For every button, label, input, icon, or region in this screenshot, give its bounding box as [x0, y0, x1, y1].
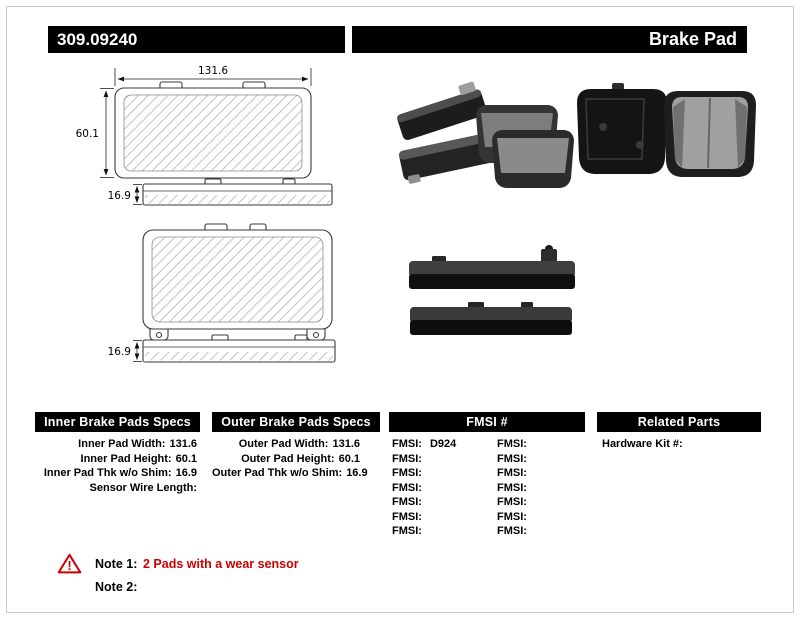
pad-photo-edge-with-sensor [409, 245, 575, 289]
fmsi-row: FMSI: [392, 452, 487, 467]
technical-drawings-and-photos: 131.6 60.1 16.9 [76, 65, 756, 363]
spec-label: Inner Pad Height: [80, 452, 172, 465]
spec-label: Hardware Kit #: [602, 438, 683, 450]
note-1-line: ! Note 1: 2 Pads with a wear sensor [57, 553, 299, 574]
inner-pad-thickness-row: Inner Pad Thk w/o Shim:16.9 [35, 466, 197, 481]
fmsi-right-subcolumn: FMSI: FMSI: FMSI: FMSI: FMSI: FMSI: FMSI… [487, 437, 585, 539]
fmsi-row: FMSI: [497, 437, 585, 452]
fmsi-label: FMSI: [497, 525, 527, 537]
spec-label: Outer Pad Height: [241, 452, 335, 465]
spec-label: Inner Pad Thk w/o Shim: [43, 467, 172, 479]
note-2-label: Note 2: [95, 579, 138, 594]
fmsi-row: FMSI: [392, 524, 487, 539]
warning-glyph: ! [67, 558, 71, 573]
thickness-dimension-label-bottom: 16.9 [108, 346, 131, 358]
related-parts-column: Related Parts Hardware Kit #: [597, 412, 761, 452]
fmsi-label: FMSI: [392, 510, 422, 523]
page-header: 309.09240 Brake Pad [48, 26, 747, 53]
fmsi-label: FMSI: [392, 525, 422, 537]
front-view-drawing-bottom [142, 223, 333, 341]
fmsi-label: FMSI: [392, 496, 422, 508]
spec-value: 131.6 [169, 438, 197, 450]
fmsi-row: FMSI: [392, 495, 487, 510]
hardware-kit-row: Hardware Kit #: [602, 437, 761, 452]
thickness-dimension-label-top: 16.9 [108, 190, 131, 202]
thickness-dimension-bottom [133, 340, 142, 362]
spec-value: 16.9 [175, 467, 197, 479]
spec-label: Outer Pad Thk w/o Shim: [212, 467, 343, 479]
fmsi-row: FMSI: [497, 495, 585, 510]
spec-value: 131.6 [332, 438, 360, 450]
front-view-drawing-top [114, 81, 312, 179]
inner-specs-column: Inner Brake Pads Specs Inner Pad Width:1… [35, 412, 200, 495]
inner-specs-header: Inner Brake Pads Specs [35, 412, 200, 432]
fmsi-label: FMSI: [392, 452, 422, 465]
pad-photo-edge-plain [410, 302, 572, 335]
pad-photo-back-view [577, 83, 667, 174]
width-dimension [114, 68, 312, 86]
fmsi-label: FMSI: [497, 496, 527, 508]
warning-icon: ! [57, 553, 82, 574]
sensor-wire-length-row: Sensor Wire Length: [35, 481, 197, 496]
fmsi-label: FMSI: [497, 481, 527, 494]
inner-pad-width-row: Inner Pad Width:131.6 [35, 437, 197, 452]
fmsi-row: FMSI: [497, 510, 585, 525]
inner-pad-height-row: Inner Pad Height:60.1 [35, 452, 197, 467]
outer-pad-height-row: Outer Pad Height:60.1 [212, 452, 360, 467]
spec-label: Outer Pad Width: [238, 438, 329, 450]
spec-value: 16.9 [346, 467, 368, 479]
related-parts-header: Related Parts [597, 412, 761, 432]
fmsi-label: FMSI: [392, 438, 422, 450]
part-number: 309.09240 [48, 26, 345, 53]
height-dimension [100, 88, 114, 178]
fmsi-row: FMSI: [392, 466, 487, 481]
spec-label: Inner Pad Width: [78, 438, 166, 450]
fmsi-left-subcolumn: FMSI: D924 FMSI: FMSI: FMSI: FMSI: FMSI: … [389, 437, 487, 539]
note-1-text: 2 Pads with a wear sensor [143, 556, 299, 571]
outer-pad-width-row: Outer Pad Width:131.6 [212, 437, 360, 452]
page-title: Brake Pad [352, 26, 747, 53]
fmsi-row: FMSI: [392, 510, 487, 525]
outer-specs-column: Outer Brake Pads Specs Outer Pad Width:1… [212, 412, 380, 481]
spec-value: 60.1 [338, 452, 360, 465]
thickness-dimension-top [133, 184, 142, 205]
pad-photo-angled-pair [397, 81, 496, 184]
spec-label: Sensor Wire Length: [89, 481, 197, 494]
outer-specs-header: Outer Brake Pads Specs [212, 412, 380, 432]
fmsi-label: FMSI: [497, 510, 527, 523]
fmsi-row: FMSI: [497, 524, 585, 539]
pad-photo-face-pair [476, 105, 574, 188]
fmsi-label: FMSI: [497, 452, 527, 465]
fmsi-row: FMSI: [392, 481, 487, 496]
notes-section: ! Note 1: 2 Pads with a wear sensor Note… [57, 553, 299, 597]
edge-view-drawing-top [142, 178, 333, 206]
note-1-label: Note 1: [95, 556, 138, 571]
fmsi-value: D924 [429, 438, 457, 450]
pad-photo-friction-view [664, 91, 756, 177]
fmsi-column: FMSI # FMSI: D924 FMSI: FMSI: FMSI: FMSI:… [389, 412, 585, 539]
fmsi-label: FMSI: [392, 481, 422, 494]
height-dimension-label: 60.1 [76, 128, 99, 140]
fmsi-label: FMSI: [497, 467, 527, 479]
fmsi-header: FMSI # [389, 412, 585, 432]
fmsi-label: FMSI: [497, 438, 527, 450]
fmsi-row: FMSI: [497, 452, 585, 467]
edge-view-drawing-bottom [142, 334, 336, 363]
width-dimension-label: 131.6 [198, 65, 228, 77]
fmsi-label: FMSI: [392, 467, 422, 479]
outer-pad-thickness-row: Outer Pad Thk w/o Shim:16.9 [212, 466, 368, 481]
spec-value: 60.1 [175, 452, 197, 465]
note-2-line: Note 2: [95, 576, 299, 597]
fmsi-row: FMSI: D924 [392, 437, 487, 452]
fmsi-row: FMSI: [497, 481, 585, 496]
fmsi-row: FMSI: [497, 466, 585, 481]
